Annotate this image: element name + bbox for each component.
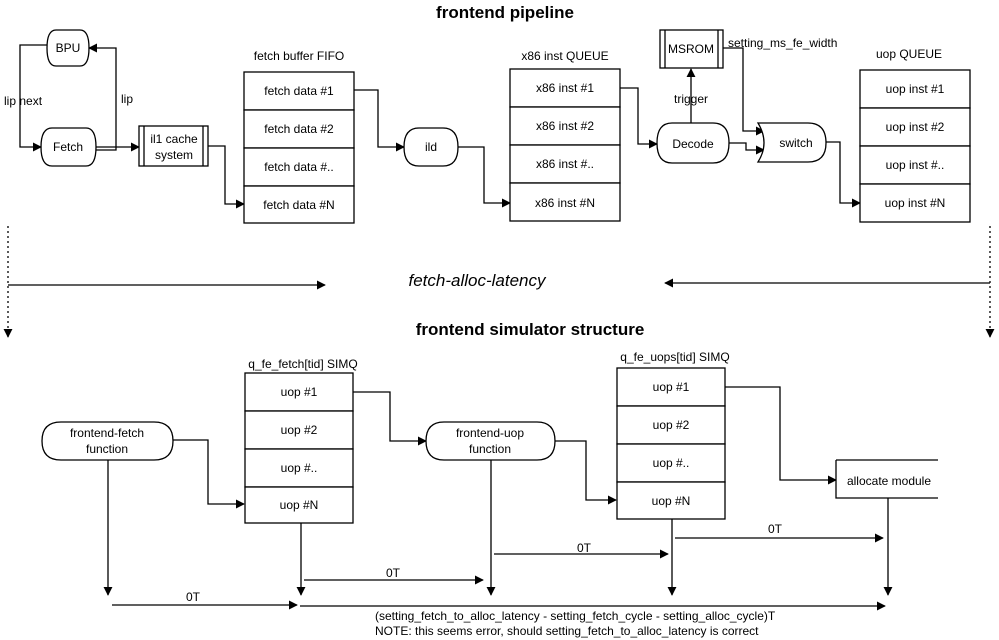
- fetch-buffer-item: fetch data #1: [264, 84, 334, 98]
- il1-cache-label-1: il1 cache: [150, 132, 198, 146]
- ild-label: ild: [425, 140, 437, 154]
- fetch-node: Fetch: [40, 127, 97, 167]
- setting-ms-fe-width-label: setting_ms_fe_width: [728, 36, 837, 50]
- lip-next-label: lip next: [4, 94, 43, 108]
- frontend-uop-label-2: function: [469, 442, 511, 456]
- fetch-simq-item: uop #..: [281, 461, 318, 475]
- frontend-fetch-node: frontend-fetch function: [41, 421, 174, 461]
- frontend-uop-label-1: frontend-uop: [456, 426, 524, 440]
- uop-queue: uop inst #1 uop inst #2 uop inst #.. uop…: [859, 69, 971, 223]
- x86-queue-item: x86 inst #1: [536, 81, 594, 95]
- switch-node: switch: [756, 122, 827, 163]
- uop-queue-item: uop inst #..: [886, 158, 945, 172]
- uop-fn-to-simq-arrow: [555, 440, 617, 505]
- switch-to-uopq-arrow: [826, 141, 861, 208]
- allocate-module-label: allocate module: [847, 474, 931, 488]
- lip-arrow: [88, 43, 117, 151]
- uops-simq-title: q_fe_uops[tid] SIMQ: [620, 350, 729, 364]
- bpu-node: BPU: [46, 29, 90, 67]
- decode-to-switch-arrow: [729, 142, 765, 155]
- msrom-to-switch-arrow: [723, 47, 765, 136]
- t0-label-b: 0T: [386, 566, 401, 580]
- x86-queue-title: x86 inst QUEUE: [521, 49, 608, 63]
- fetch-buffer-item: fetch data #..: [264, 160, 333, 174]
- lip-label: lip: [121, 92, 133, 106]
- msrom-box: MSROM: [659, 29, 724, 69]
- lip-next-arrow: [19, 44, 47, 152]
- trigger-label: trigger: [674, 92, 708, 106]
- fetch-fn-to-simq-arrow: [173, 439, 245, 509]
- fetch-simq-item: uop #1: [281, 385, 318, 399]
- t0-label-d: 0T: [768, 522, 783, 536]
- cache-to-buffer-arrow: [208, 145, 245, 209]
- fetch-simq-item: uop #2: [281, 423, 318, 437]
- fetch-simq-title: q_fe_fetch[tid] SIMQ: [248, 357, 357, 371]
- fetch-buffer-item: fetch data #N: [263, 198, 334, 212]
- t0-label-c: 0T: [577, 541, 592, 555]
- pipeline-title: frontend pipeline: [436, 3, 574, 22]
- uops-simq-item: uop #..: [653, 456, 690, 470]
- uops-simq-item: uop #N: [652, 494, 691, 508]
- il1-cache-box: il1 cache system: [138, 125, 209, 167]
- allocate-module-box: allocate module: [835, 459, 938, 499]
- uops-simq: uop #1 uop #2 uop #.. uop #N: [616, 367, 726, 520]
- msrom-label: MSROM: [668, 42, 714, 56]
- x86-queue-item: x86 inst #N: [535, 196, 595, 210]
- fetch-buffer-title: fetch buffer FIFO: [254, 49, 344, 63]
- simq-to-allocate-arrow: [725, 386, 837, 485]
- fetch-buffer-fifo: fetch data #1 fetch data #2 fetch data #…: [243, 71, 355, 224]
- uop-queue-item: uop inst #1: [886, 82, 945, 96]
- queue-to-decode-arrow: [620, 87, 658, 149]
- simq-to-uop-fn-arrow: [353, 391, 427, 446]
- ild-to-queue-arrow: [458, 146, 511, 208]
- x86-queue-item: x86 inst #2: [536, 119, 594, 133]
- x86-queue-item: x86 inst #..: [536, 157, 594, 171]
- fetch-buffer-item: fetch data #2: [264, 122, 334, 136]
- ild-node: ild: [403, 127, 459, 167]
- fetch-label: Fetch: [53, 140, 83, 154]
- il1-cache-label-2: system: [155, 148, 193, 162]
- buffer-to-ild-arrow: [354, 89, 405, 152]
- uops-simq-item: uop #2: [653, 418, 690, 432]
- latency-note: NOTE: this seems error, should setting_f…: [375, 624, 759, 638]
- fetch-simq-item: uop #N: [280, 498, 319, 512]
- decode-node: Decode: [656, 122, 730, 164]
- latency-label: fetch-alloc-latency: [408, 271, 547, 290]
- simulator-title: frontend simulator structure: [416, 320, 645, 339]
- switch-label: switch: [779, 136, 812, 150]
- frontend-fetch-label-1: frontend-fetch: [70, 426, 144, 440]
- bpu-label: BPU: [56, 41, 81, 55]
- frontend-uop-node: frontend-uop function: [425, 421, 556, 461]
- uop-queue-title: uop QUEUE: [876, 47, 942, 61]
- uops-simq-item: uop #1: [653, 380, 690, 394]
- fetch-simq: uop #1 uop #2 uop #.. uop #N: [244, 372, 354, 524]
- x86-inst-queue: x86 inst #1 x86 inst #2 x86 inst #.. x86…: [509, 68, 621, 222]
- latency-formula: (setting_fetch_to_alloc_latency - settin…: [375, 609, 776, 623]
- decode-label: Decode: [672, 137, 714, 151]
- uop-queue-item: uop inst #2: [886, 120, 945, 134]
- frontend-fetch-label-2: function: [86, 442, 128, 456]
- uop-queue-item: uop inst #N: [885, 196, 946, 210]
- t0-label-a: 0T: [186, 590, 201, 604]
